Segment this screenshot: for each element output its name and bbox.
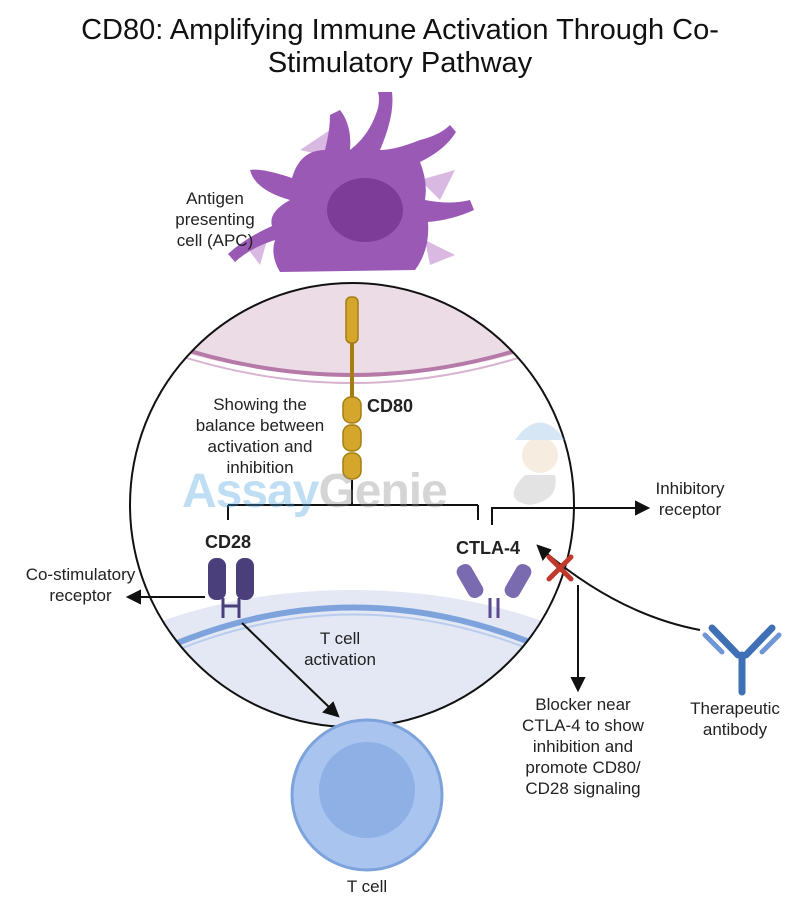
apc-label: Antigen presenting cell (APC) xyxy=(175,189,255,250)
genie-watermark-icon xyxy=(513,422,565,505)
title-line-1: CD80: Amplifying Immune Activation Throu… xyxy=(81,14,719,46)
cd80-label: CD80 xyxy=(367,396,414,416)
therapeutic-antibody-label: Therapeutic antibody xyxy=(690,699,780,739)
apc-faint-dendrites xyxy=(245,130,455,265)
costimulatory-receptor-label: Co-stimulatory receptor xyxy=(25,565,136,605)
ctla4-label: CTLA-4 xyxy=(456,538,520,558)
inhibitory-receptor-label: Inhibitory receptor xyxy=(655,479,725,519)
balance-label: Showing the balance between activation a… xyxy=(195,395,325,477)
cd80-molecule xyxy=(342,296,362,480)
tcell-activation-label: T cell activation xyxy=(304,629,376,669)
blocker-label: Blocker near CTLA-4 to show inhibition a… xyxy=(522,695,644,798)
watermark-part-1: Assay xyxy=(182,465,319,518)
watermark: AssayGenie xyxy=(182,464,448,519)
watermark-part-2: Genie xyxy=(318,465,447,518)
apc-cell xyxy=(228,92,474,272)
tcell-membrane-line xyxy=(148,604,562,658)
cd28-receptor xyxy=(208,558,254,618)
antibody-icon xyxy=(702,624,782,696)
ctla4-receptor xyxy=(456,563,532,618)
block-x-icon xyxy=(546,554,574,582)
tcell-label: T cell xyxy=(346,877,388,896)
title-line-2: Stimulatory Pathway xyxy=(267,47,533,79)
diagram-title: CD80: Amplifying Immune Activation Throu… xyxy=(0,14,800,80)
t-cell xyxy=(290,718,444,872)
cd28-label: CD28 xyxy=(205,532,252,552)
balance-bracket xyxy=(227,480,479,520)
apc-nucleus xyxy=(327,178,403,242)
